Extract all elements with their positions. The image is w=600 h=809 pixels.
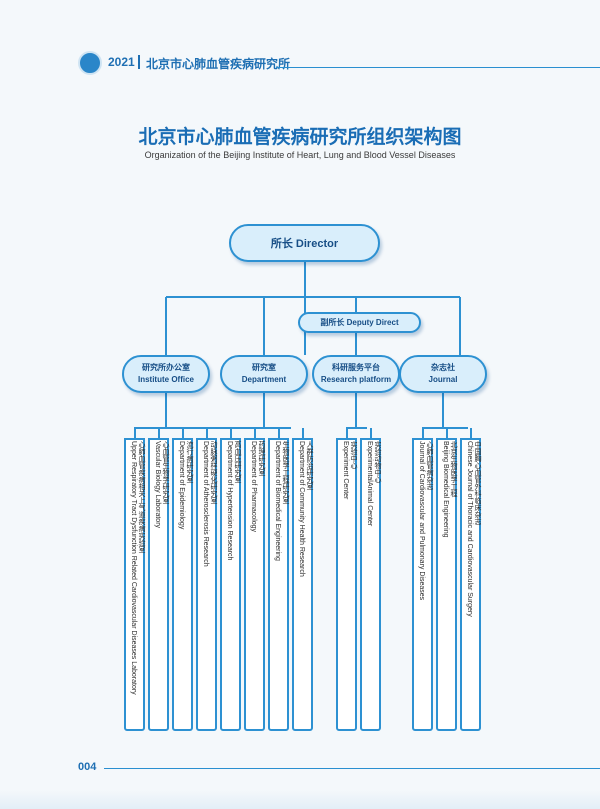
unit-label: 高血压研究室 Department of Hypertension Resear… bbox=[226, 441, 241, 561]
bottom-band bbox=[0, 790, 600, 809]
unit-box: 生物医学工程研究室 Department of Biomedical Engin… bbox=[268, 438, 289, 731]
research-platform-node: 科研服务平台 Research platform bbox=[312, 355, 400, 393]
unit-connector bbox=[229, 428, 232, 438]
unit-label: 人群防治研究室 Department of Community Health R… bbox=[298, 441, 313, 577]
unit-box: 高血压研究室 Department of Hypertension Resear… bbox=[220, 438, 241, 731]
unit-label: 实验中心 Experiment Center bbox=[342, 441, 357, 500]
journal-zh: 杂志社 bbox=[431, 363, 455, 372]
unit-box: 药理研究室 Department of Pharmacology bbox=[244, 438, 265, 731]
unit-connector bbox=[445, 428, 448, 438]
unit-connector bbox=[205, 428, 208, 438]
institute-office-node: 研究所办公室 Institute Office bbox=[122, 355, 210, 393]
unit-box: 流行病研究室 Department of Epidemiology bbox=[172, 438, 193, 731]
unit-box: 心肺血管疾病相关上气道疾病实验室 Upper Respiratory Tract… bbox=[124, 438, 145, 731]
header-institute-name: 北京市心肺血管疾病研究所 bbox=[146, 57, 291, 71]
institute-office-zh: 研究所办公室 bbox=[142, 363, 190, 372]
unit-label: 药理研究室 Department of Pharmacology bbox=[250, 441, 265, 533]
unit-box: 中国胸心血管外科临床杂志 Chinese Journal of Thoracic… bbox=[460, 438, 481, 731]
unit-label: 中国胸心血管外科临床杂志 Chinese Journal of Thoracic… bbox=[466, 441, 481, 617]
unit-label: 生物医学工程研究室 Department of Biomedical Engin… bbox=[274, 441, 289, 561]
unit-box: 北京生物医学工程 Beijing Biomedical Engineering bbox=[436, 438, 457, 731]
deputy-director-node: 副所长 Deputy Direct bbox=[298, 312, 421, 333]
institute-office-en: Institute Office bbox=[137, 375, 194, 384]
unit-connector bbox=[345, 428, 348, 438]
header-separator bbox=[138, 55, 140, 69]
header-rule bbox=[276, 67, 600, 68]
unit-box: 实验动物中心 ExperimentalAnimal Center bbox=[360, 438, 381, 731]
research-platform-zh: 科研服务平台 bbox=[332, 363, 380, 372]
unit-box: 动脉粥样硬化研究室 Department of Atherosclerosis … bbox=[196, 438, 217, 731]
unit-label: 心肺血管疾病相关上气道疾病实验室 Upper Respiratory Tract… bbox=[130, 441, 145, 695]
journal-node: 杂志社 Journal bbox=[399, 355, 487, 393]
unit-label: 流行病研究室 Department of Epidemiology bbox=[178, 441, 193, 530]
unit-connector bbox=[157, 428, 160, 438]
department-zh: 研究室 bbox=[252, 363, 276, 372]
unit-connector bbox=[301, 428, 304, 438]
unit-connector bbox=[277, 428, 280, 438]
unit-connector bbox=[469, 428, 472, 438]
department-en: Department bbox=[241, 375, 287, 384]
page-subtitle: Organization of the Beijing Institute of… bbox=[144, 150, 456, 160]
journal-en: Journal bbox=[428, 375, 458, 384]
unit-connector bbox=[369, 428, 372, 438]
unit-connector bbox=[253, 428, 256, 438]
unit-connector bbox=[133, 428, 136, 438]
unit-box: 心血管生物学研究室 Vascular Biology Laboratory bbox=[148, 438, 169, 731]
institute-logo-icon bbox=[78, 51, 102, 75]
unit-label: 心血管生物学研究室 Vascular Biology Laboratory bbox=[154, 441, 169, 529]
unit-connector bbox=[421, 428, 424, 438]
department-node: 研究室 Department bbox=[220, 355, 308, 393]
director-node: 所长 Director bbox=[229, 224, 380, 262]
unit-label: 动脉粥样硬化研究室 Department of Atherosclerosis … bbox=[202, 441, 217, 567]
unit-label: 北京生物医学工程 Beijing Biomedical Engineering bbox=[442, 441, 457, 538]
research-platform-en: Research platform bbox=[320, 375, 392, 384]
unit-box: 心肺血管病杂志 Journal of Cardiovascular and Pu… bbox=[412, 438, 433, 731]
page-title: 北京市心肺血管疾病研究所组织架构图 bbox=[138, 127, 462, 148]
unit-box: 实验中心 Experiment Center bbox=[336, 438, 357, 731]
unit-label: 心肺血管病杂志 Journal of Cardiovascular and Pu… bbox=[418, 441, 433, 601]
footer-rule bbox=[104, 768, 600, 769]
unit-label: 实验动物中心 ExperimentalAnimal Center bbox=[366, 441, 381, 527]
page-number: 004 bbox=[78, 761, 97, 773]
unit-box: 人群防治研究室 Department of Community Health R… bbox=[292, 438, 313, 731]
header-year: 2021 bbox=[108, 55, 135, 69]
unit-connector bbox=[181, 428, 184, 438]
